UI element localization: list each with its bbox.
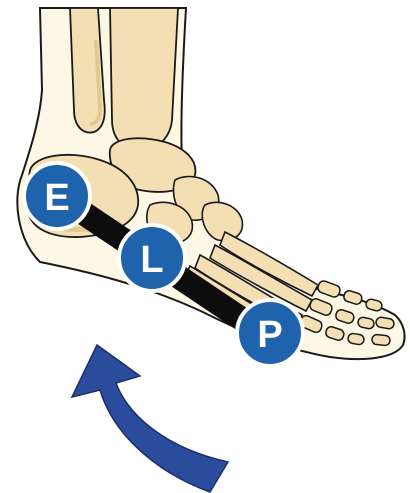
marker-l: L: [119, 225, 185, 291]
marker-p: P: [237, 300, 303, 366]
tibia-bone: [110, 8, 178, 150]
curved-arrow-icon: [72, 345, 228, 492]
marker-e-label: E: [44, 177, 69, 219]
marker-e: E: [24, 163, 90, 229]
marker-l-label: L: [140, 239, 163, 281]
marker-p-label: P: [257, 314, 282, 356]
